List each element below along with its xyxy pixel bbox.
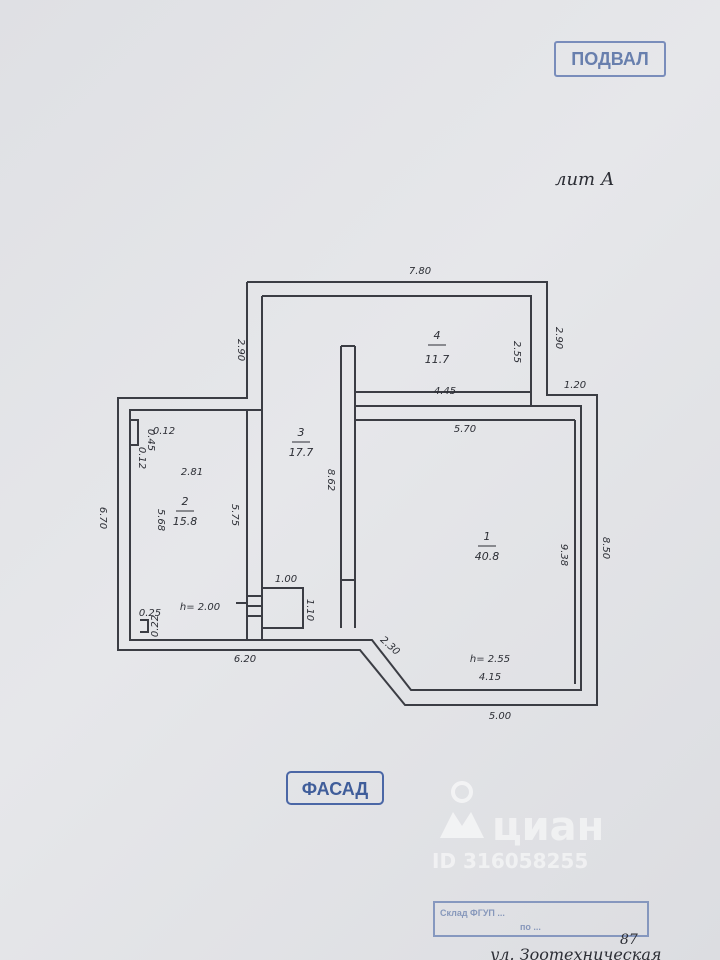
watermark-id: ID 316058255: [432, 849, 588, 873]
room-2: 2 15.8: [173, 495, 198, 528]
dim-bottom-right-width: 5.00: [489, 711, 511, 722]
dim-corner-b: 0.12: [136, 447, 147, 469]
dim-room1-top: 5.70: [454, 424, 476, 435]
dim-top-width: 7.80: [409, 266, 431, 277]
street-name: ул. Зоотехническая: [489, 945, 661, 960]
svg-text:2: 2: [182, 495, 189, 508]
basement-stamp-text: ПОДВАЛ: [571, 49, 648, 69]
room-1: 1 40.8: [475, 530, 500, 563]
dim-right-upper-height: 2.90: [553, 327, 564, 349]
page-number: 87: [620, 932, 638, 948]
room-4: 4 11.7: [425, 329, 450, 366]
dim-room2-height-right: 5.75: [229, 504, 240, 526]
dim-corner-a: 0.12: [153, 426, 175, 437]
dim-right-total-height: 8.50: [600, 537, 611, 559]
dim-diagonal: 2.30: [378, 635, 402, 658]
basement-stamp: ПОДВАЛ: [554, 41, 666, 77]
svg-text:1: 1: [484, 530, 491, 543]
room-3: 3 17.7: [289, 426, 314, 459]
archive-stamp-line2: по ...: [520, 922, 541, 932]
facade-stamp-text: ФАСАД: [302, 779, 369, 799]
svg-text:15.8: 15.8: [173, 515, 198, 528]
svg-text:17.7: 17.7: [289, 446, 314, 459]
dim-stair-width: 1.00: [275, 574, 297, 585]
dimension-labels: 7.80 2.90 2.90 2.55 4.45 1.20 5.70 8.50 …: [97, 266, 611, 722]
ceiling-room1: h= 2.55: [470, 654, 510, 665]
svg-text:11.7: 11.7: [425, 353, 450, 366]
dim-left-total-height: 6.70: [97, 507, 108, 529]
dim-stair-corner-a: 0.25: [139, 608, 161, 619]
facade-stamp: ФАСАД: [286, 771, 384, 805]
svg-text:4: 4: [434, 329, 441, 342]
dim-corner-c: 0.45: [145, 429, 156, 451]
location-pin-icon: [440, 781, 484, 838]
dim-left-upper-height: 2.90: [235, 339, 246, 361]
svg-text:3: 3: [298, 426, 305, 439]
dim-bottom-left-width: 6.20: [234, 654, 256, 665]
dim-room4-height: 2.55: [511, 341, 522, 363]
dim-room4-width: 4.45: [434, 386, 456, 397]
archive-stamp: Склад ФГУП ... по ...: [433, 901, 649, 937]
dim-stair-height: 1.10: [304, 599, 315, 621]
dim-room2-height-left: 5.68: [155, 509, 166, 531]
sheet-label: лит А: [555, 169, 614, 190]
svg-text:40.8: 40.8: [475, 550, 500, 563]
dim-room2-width: 2.81: [181, 467, 203, 478]
outer-walls: [117, 281, 598, 706]
dim-room1-height: 9.38: [558, 544, 569, 566]
archive-stamp-line1: Склад ФГУП ...: [440, 908, 505, 918]
dim-ledge-width: 1.20: [564, 380, 586, 391]
watermark-brand: циан: [492, 804, 604, 850]
dim-stair-corner-b: 0.22: [150, 615, 161, 637]
dim-room1-bottom: 4.15: [479, 672, 501, 683]
cian-watermark: циан ID 316058255: [432, 781, 604, 873]
dim-room3-height: 8.62: [325, 469, 336, 491]
ceiling-room2: h= 2.00: [180, 602, 220, 613]
